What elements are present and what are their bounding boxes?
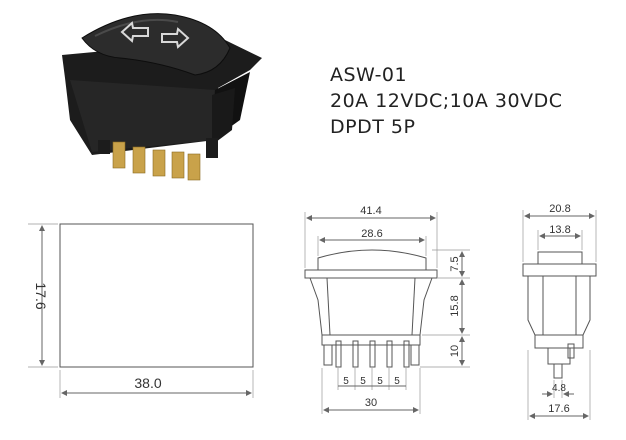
terminal	[187, 153, 201, 181]
overall-width-label: 41.4	[360, 205, 381, 217]
front-rocker	[317, 249, 427, 270]
rating-label: 20A 12VDC;10A 30VDC	[330, 90, 563, 112]
panel-cutout-view	[28, 223, 254, 398]
cutout-rect	[59, 223, 254, 368]
arrow-right-icon	[161, 27, 190, 49]
switch-rocker	[81, 13, 231, 76]
terminals	[112, 141, 201, 181]
pitch-label: 5	[377, 376, 383, 387]
rocker-width-label: 28.6	[361, 228, 382, 240]
front-view	[304, 249, 438, 368]
side-view	[522, 251, 597, 379]
side-top-width-label: 20.8	[549, 203, 570, 215]
side-flange	[522, 263, 597, 277]
terminal	[112, 141, 126, 169]
front-dimensions	[304, 212, 470, 414]
side-body-width-label: 17.6	[548, 403, 569, 415]
rocker-height-label: 7.5	[449, 256, 461, 271]
side-dimensions	[522, 210, 597, 420]
side-body	[527, 276, 591, 349]
pitch-label: 5	[343, 376, 349, 387]
front-flange	[304, 269, 438, 279]
terminal	[152, 149, 166, 177]
terminal-offset-label: 4.8	[552, 383, 566, 394]
front-terminals	[335, 340, 410, 368]
arrow-left-icon	[120, 21, 149, 43]
terminal	[132, 146, 146, 174]
body-height-label: 15.8	[449, 295, 461, 316]
pitch-label: 5	[360, 376, 366, 387]
cutout-height-label: 17.6	[33, 282, 49, 309]
model-label: ASW-01	[330, 64, 408, 86]
pitch-label: 5	[394, 376, 400, 387]
terminal-span-label: 30	[365, 397, 377, 409]
terminal-length-label: 10	[449, 345, 461, 357]
cutout-width-label: 38.0	[134, 375, 161, 391]
config-label: DPDT 5P	[330, 116, 416, 138]
terminal	[171, 151, 185, 179]
side-rocker-width-label: 13.8	[549, 224, 570, 236]
side-rocker	[537, 251, 583, 265]
